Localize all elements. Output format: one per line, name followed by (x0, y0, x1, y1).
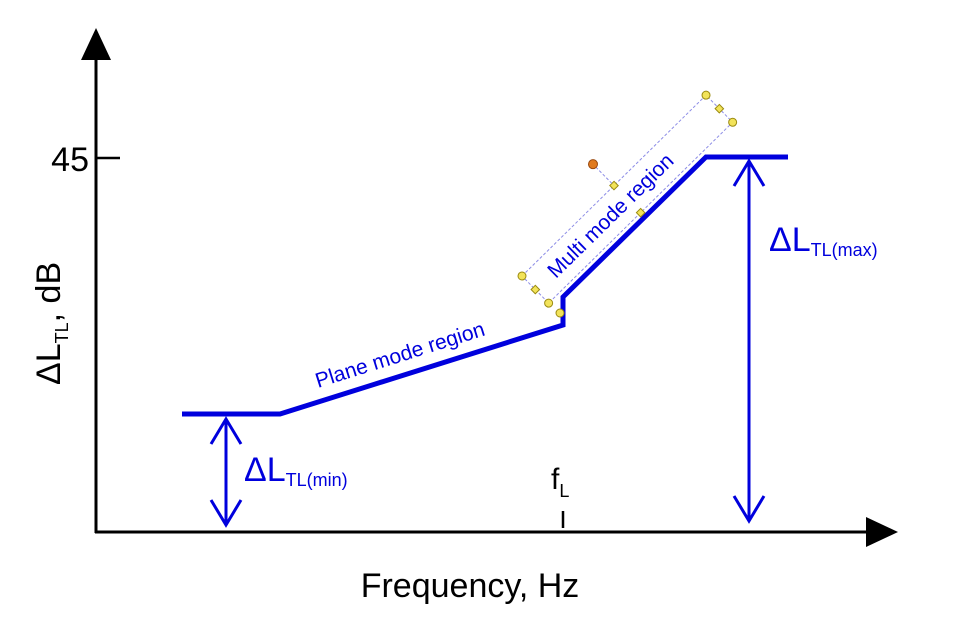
y-axis-arrowhead (81, 28, 111, 60)
min-dimension-arrow (209, 416, 243, 528)
multi-mode-label: Multi mode region (543, 149, 678, 282)
curve-control-point[interactable] (555, 308, 565, 318)
min-dimension-label: ΔLTL(min) (244, 451, 348, 490)
selection-handle[interactable] (530, 284, 541, 295)
max-dimension-arrow (732, 158, 766, 524)
y-axis-label-sub: TL (52, 322, 72, 343)
selection-handle[interactable] (543, 297, 554, 308)
tl-curve (182, 154, 788, 417)
x-tick-label-main: f (551, 463, 560, 496)
rotate-handle[interactable] (587, 158, 600, 171)
selection-handle[interactable] (516, 270, 527, 281)
min-dimension-sub: TL(min) (286, 470, 348, 490)
min-dimension-main: ΔL (244, 451, 286, 489)
y-axis-label-unit: , dB (30, 262, 68, 322)
y-tick-label: 45 (51, 141, 89, 179)
selection-handle[interactable] (714, 103, 725, 114)
max-dimension-main: ΔL (769, 221, 811, 259)
selection-handle[interactable] (700, 90, 711, 101)
y-axis-label: ΔLTL, dB (30, 262, 72, 385)
max-dimension-sub: TL(max) (811, 240, 878, 260)
y-axis-label-main: ΔL (30, 343, 68, 385)
rotate-handle-stem (594, 165, 613, 184)
selection-handle[interactable] (635, 207, 646, 218)
x-axis-arrowhead (866, 517, 898, 547)
max-dimension-label: ΔLTL(max) (769, 221, 878, 260)
selection-handle[interactable] (727, 117, 738, 128)
multi-mode-label-selection[interactable]: Multi mode region (495, 68, 738, 309)
x-axis-label: Frequency, Hz (361, 567, 580, 605)
x-tick-label-sub: L (559, 481, 569, 501)
x-tick-label: fL (551, 463, 569, 501)
